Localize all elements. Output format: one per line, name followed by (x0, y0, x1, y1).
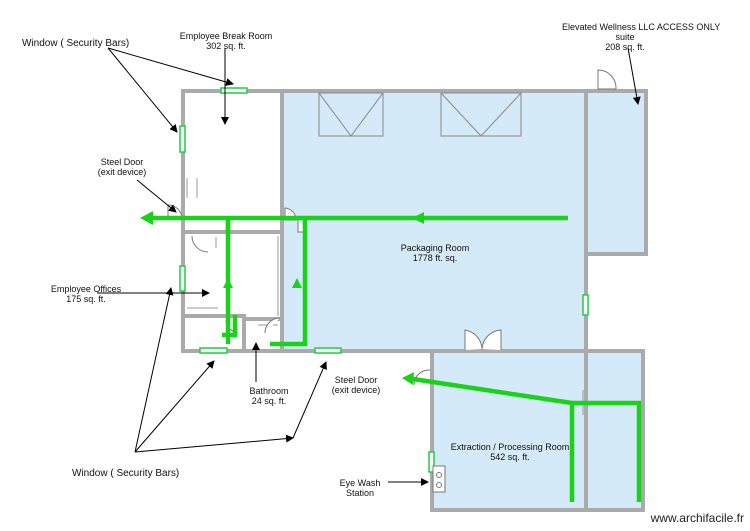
packaging-room-name: Packaging Room (400, 243, 470, 253)
elevated-suite-label: Elevated Wellness LLC ACCESS ONLY suite … (562, 22, 721, 52)
leader-steel-door-1 (136, 179, 177, 213)
window-west-upper (179, 125, 186, 153)
elevated-suite-name-line2: suite (615, 32, 635, 42)
eye-wash-line2: Station (345, 488, 375, 498)
break-room-label: Employee Break Room 302 sq. ft. (168, 31, 284, 51)
elevated-suite-name: Elevated Wellness LLC ACCESS ONLY (562, 22, 721, 32)
elevated-suite-area: 208 sq. ft. (605, 42, 645, 52)
extraction-room-name: Extraction / Processing Room (450, 442, 570, 452)
leader-window-bottom-a (134, 287, 174, 453)
eye-wash-station-icon (432, 465, 446, 493)
exit-routes (152, 215, 642, 502)
steel-door-label-1: Steel Door (exit device) (80, 157, 164, 177)
offices-area: 175 sq. ft. (66, 294, 106, 304)
exit-arrow-east-corridor (292, 278, 302, 288)
leader-window-top-a (107, 47, 234, 86)
exit-arrow-packaging (412, 212, 424, 224)
exit-arrow-west (140, 211, 153, 225)
right-corridor-fill (586, 349, 643, 509)
eye-wash-label: Eye Wash Station (334, 478, 386, 498)
windows (179, 87, 589, 473)
packaging-room-area: 1778 ft. sq. (412, 253, 458, 263)
window-east-packaging (582, 294, 589, 316)
elevated-suite-fill (587, 91, 646, 254)
break-room-area: 302 sq. ft. (206, 41, 246, 51)
exit-arrow-extraction (402, 372, 414, 385)
offices-label: Employee Offices 175 sq. ft. (44, 284, 128, 304)
window-west-offices (179, 265, 186, 292)
watermark: www.archifacile.fr (650, 511, 744, 525)
exit-arrow-offices (223, 278, 233, 288)
break-room-name: Employee Break Room (179, 31, 273, 41)
leader-window-top-b (107, 47, 178, 133)
leader-window-bottom-c2 (292, 361, 327, 439)
extraction-room-label: Extraction / Processing Room 542 sq. ft. (446, 442, 574, 462)
bathroom-area: 24 sq. ft. (251, 396, 287, 406)
leader-elevated-suite (627, 47, 641, 105)
bathroom-label: Bathroom 24 sq. ft. (236, 386, 302, 406)
window-south-2 (314, 347, 342, 354)
window-security-bars-label-bottom: Window ( Security Bars) (72, 468, 180, 479)
steel-door-2-line1: Steel Door (334, 375, 378, 385)
window-extraction-west (428, 451, 435, 473)
steel-door-label-2: Steel Door (exit device) (318, 375, 394, 395)
steel-door-2-line2: (exit device) (331, 385, 381, 395)
extraction-room-area: 542 sq. ft. (490, 452, 530, 462)
leader-window-bottom-c (134, 434, 294, 453)
exit-route-arrowheads (140, 211, 424, 385)
extraction-room-fill (432, 353, 584, 509)
bathroom-name: Bathroom (249, 386, 289, 396)
packaging-room-label: Packaging Room 1778 ft. sq. (395, 243, 475, 263)
steel-door-1-line1: Steel Door (100, 157, 144, 167)
offices-name: Employee Offices (50, 284, 122, 294)
walls (181, 89, 648, 512)
eye-wash-line1: Eye Wash (339, 478, 381, 488)
window-security-bars-label-top: Window ( Security Bars) (22, 38, 130, 49)
leader-window-bottom-b (134, 360, 215, 453)
window-break-room (220, 87, 248, 94)
leader-lines (97, 47, 641, 486)
steel-door-1-line2: (exit device) (97, 167, 147, 177)
packaging-room-fill (284, 91, 585, 351)
window-south-1 (199, 347, 228, 354)
skylights (318, 92, 522, 137)
